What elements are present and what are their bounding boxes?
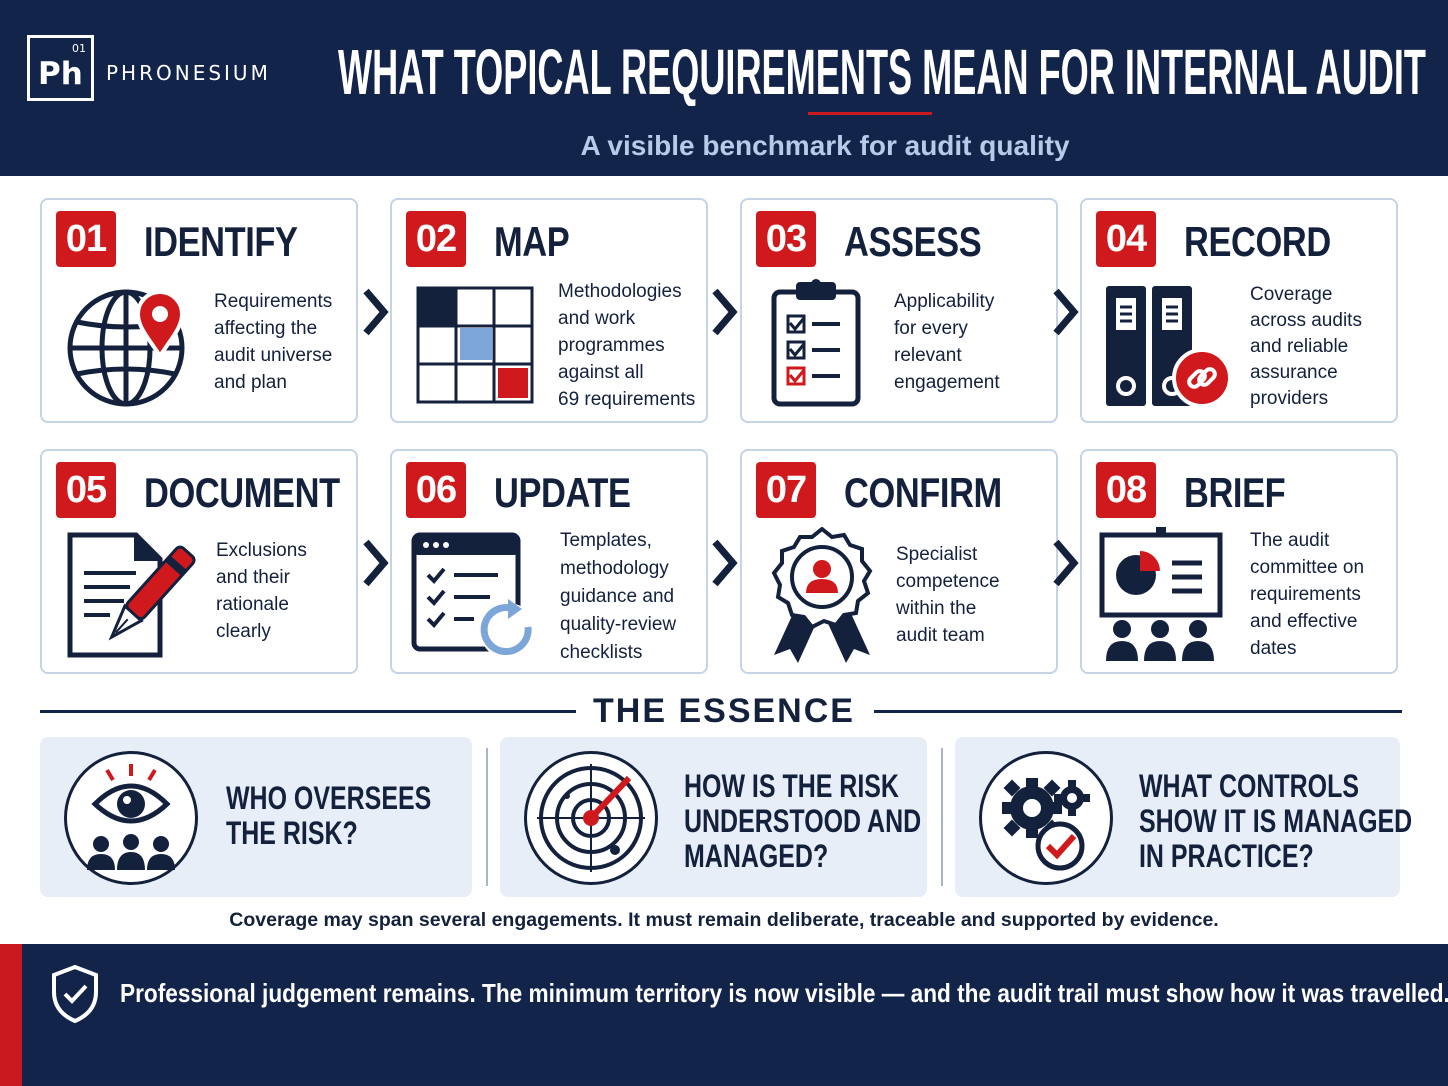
chevron-right-icon — [1053, 539, 1079, 587]
step-card-record: 04 RECORD Coverage across audits and rel… — [1080, 198, 1398, 423]
divider — [486, 748, 488, 886]
award-badge-person-icon — [766, 526, 896, 663]
grid-matrix-icon — [416, 286, 546, 416]
step-number-badge: 06 — [406, 462, 466, 518]
step-title: RECORD — [1184, 218, 1331, 265]
shield-check-icon — [52, 964, 98, 1024]
eye-people-icon — [64, 751, 198, 885]
step-number-badge: 08 — [1096, 462, 1156, 518]
step-card-assess: 03 ASSESS Applicability for every releva… — [740, 198, 1058, 423]
step-number-badge: 01 — [56, 211, 116, 267]
essence-footnote: Coverage may span several engagements. I… — [229, 909, 1219, 931]
footer-banner: Professional judgement remains. The mini… — [0, 944, 1448, 1086]
page-subtitle: A visible benchmark for audit quality — [580, 130, 1070, 161]
step-description: Requirements affecting the audit univers… — [214, 291, 333, 393]
page-title: WHAT TOPICAL REQUIREMENTS MEAN FOR INTER… — [338, 36, 1428, 106]
footer-accent-bar — [0, 944, 22, 1086]
question-text: WHO OVERSEES THE RISK? — [226, 780, 432, 851]
essence-question-oversight: WHO OVERSEES THE RISK? — [40, 737, 472, 897]
chevron-right-icon — [363, 539, 389, 587]
logo-number: 01 — [72, 42, 86, 55]
step-title: MAP — [494, 218, 570, 265]
chevron-right-icon — [363, 288, 389, 336]
step-description: Coverage across audits and reliable assu… — [1250, 284, 1362, 409]
essence-title: THE ESSENCE — [593, 692, 855, 730]
document-pen-icon — [64, 529, 196, 659]
step-card-document: 05 DOCUMENT Exclusions and their rationa… — [40, 449, 358, 674]
radar-target-icon — [524, 751, 658, 885]
presentation-board-audience-icon — [1098, 527, 1228, 661]
step-number-badge: 04 — [1096, 211, 1156, 267]
step-title: UPDATE — [494, 469, 631, 516]
title-underline — [808, 112, 932, 115]
essence-question-controls: WHAT CONTROLS SHOW IT IS MANAGED IN PRAC… — [955, 737, 1412, 897]
clipboard-checklist-icon — [768, 276, 898, 407]
footer-statement: Professional judgement remains. The mini… — [120, 978, 1448, 1008]
step-description: Templates, methodology guidance and qual… — [560, 530, 677, 663]
gears-check-icon — [979, 751, 1113, 885]
step-number-badge: 05 — [56, 462, 116, 518]
step-card-update: 06 UPDATE Templates, methodology guidanc… — [390, 449, 708, 674]
essence-rule-right — [874, 710, 1402, 713]
essence-rule-left — [40, 710, 576, 713]
globe-location-pin-icon — [60, 280, 190, 410]
chevron-right-icon — [1053, 288, 1079, 336]
logo-mark: 01 Ph — [27, 35, 94, 101]
binders-link-icon — [1102, 282, 1232, 412]
step-card-identify: 01 IDENTIFY Requirements affecting the a… — [40, 198, 358, 423]
brand-name: PHRONESIUM — [106, 61, 271, 85]
step-card-confirm: 07 CONFIRM Specialist competence within … — [740, 449, 1058, 674]
step-title: ASSESS — [844, 218, 982, 265]
essence-question-understanding: HOW IS THE RISK UNDERSTOOD AND MANAGED? — [500, 737, 927, 897]
checklist-window-refresh-icon — [410, 531, 540, 661]
step-title: CONFIRM — [844, 469, 1002, 516]
page-title-text: WHAT TOPICAL REQUIREMENTS MEAN FOR INTER… — [338, 36, 1426, 106]
step-description: The audit committee on requirements and … — [1250, 530, 1365, 659]
step-number-badge: 03 — [756, 211, 816, 267]
divider — [941, 748, 943, 886]
step-description: Methodologies and work programmes agains… — [558, 281, 696, 410]
chevron-right-icon — [712, 288, 738, 336]
step-description: Specialist competence within the audit t… — [896, 544, 1000, 646]
chevron-right-icon — [712, 539, 738, 587]
question-text: HOW IS THE RISK UNDERSTOOD AND MANAGED? — [684, 768, 922, 874]
step-description: Exclusions and their rationale clearly — [216, 540, 307, 642]
step-number-badge: 02 — [406, 211, 466, 267]
step-card-map: 02 MAP Methodologies and work programmes… — [390, 198, 708, 423]
step-title: DOCUMENT — [144, 469, 340, 516]
step-number-badge: 07 — [756, 462, 816, 518]
step-description: Applicability for every relevant engagem… — [894, 291, 1000, 393]
question-text: WHAT CONTROLS SHOW IT IS MANAGED IN PRAC… — [1139, 768, 1413, 874]
step-title: IDENTIFY — [144, 218, 298, 265]
step-card-brief: 08 BRIEF The audit committee on requirem… — [1080, 449, 1398, 674]
logo-symbol: Ph — [38, 56, 83, 92]
header-banner: 01 Ph PHRONESIUM WHAT TOPICAL REQUIREMEN… — [0, 0, 1448, 176]
step-title: BRIEF — [1184, 469, 1286, 516]
